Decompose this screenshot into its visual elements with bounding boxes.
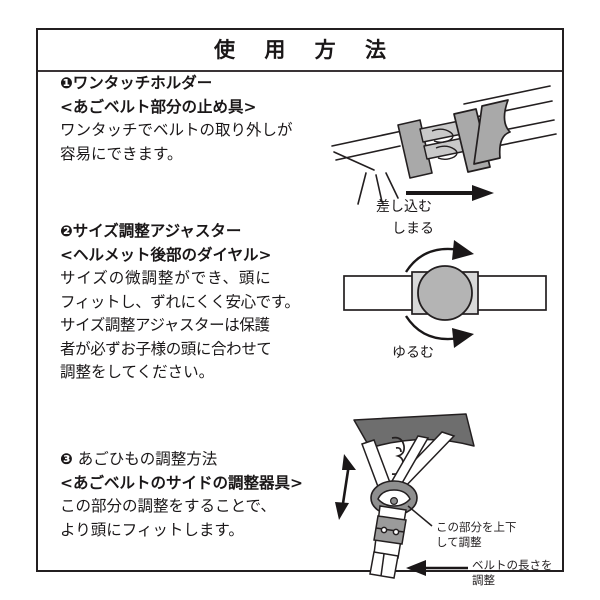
panel-body: ❶ワンタッチホルダー <あごベルト部分の止め具> ワンタッチでベルトの取り外しが…: [38, 72, 562, 587]
size-adjuster-dial-diagram: しまる ゆるむ: [328, 221, 562, 364]
section-size-adjuster: ❷サイズ調整アジャスター <ヘルメット後部のダイヤル> サイズの微調整ができ、頭…: [38, 220, 562, 412]
belt-length-arrow: [406, 560, 468, 576]
section-one-touch-holder: ❶ワンタッチホルダー <あごベルト部分の止め具> ワンタッチでベルトの取り外しが…: [38, 72, 562, 220]
section-3-body-line-2: より頭にフィットします。: [60, 520, 244, 539]
section-3-bullet: ❸: [60, 450, 73, 468]
section-2-heading-row: ❷サイズ調整アジャスター: [60, 220, 318, 244]
adjust-position-note: この部分を上下 して調整: [436, 520, 517, 549]
section-1-heading: ワンタッチホルダー: [72, 74, 213, 92]
section-2-body-line-4: 者が必ずお子様の頭に合わせて: [60, 339, 272, 358]
section-2-bullet: ❷: [60, 222, 73, 240]
section-2-subheading: <ヘルメット後部のダイヤル>: [60, 245, 272, 264]
adjust-position-note-line2: して調整: [436, 534, 482, 549]
belt-length-note-line2: 調整: [472, 572, 495, 587]
chin-strap-adjuster-diagram: この部分を上下 して調整 ベルトの長さを 調整: [318, 402, 562, 587]
section-3-heading: あごひもの調整方法: [77, 450, 218, 468]
section-1-subheading: <あごベルト部分の止め具>: [60, 97, 257, 116]
panel-header: 使 用 方 法: [38, 30, 562, 72]
section-2-body-line-3: サイズ調整アジャスターは保護: [60, 316, 270, 334]
section-1-bullet: ❶: [60, 74, 73, 92]
belt-length-note: ベルトの長さを 調整: [472, 558, 553, 587]
section-2-body-line-1: サイズの微調整ができ、頭に: [60, 269, 272, 287]
section-1-body-line-1: ワンタッチでベルトの取り外しが: [60, 121, 293, 139]
page-title: 使 用 方 法: [214, 37, 397, 62]
one-touch-buckle-diagram: 差し込む: [314, 74, 562, 215]
instruction-panel: 使 用 方 法 ❶ワンタッチホルダー <あごベルト部分の止め具> ワンタッチでベ…: [36, 28, 564, 587]
section-2-body-line-2: フィットし、ずれにくく安心です。: [60, 292, 300, 311]
insert-arrow: [406, 185, 494, 201]
belt-length-note-line1: ベルトの長さを: [472, 558, 553, 572]
section-1-body-line-2: 容易にできます。: [60, 144, 183, 163]
section-2-text-block: ❷サイズ調整アジャスター <ヘルメット後部のダイヤル> サイズの微調整ができ、頭…: [60, 220, 318, 385]
section-3-subheading: <あごベルトのサイドの調整器具>: [60, 473, 303, 492]
section-1-heading-row: ❶ワンタッチホルダー: [60, 72, 318, 96]
up-down-arrow: [340, 463, 351, 511]
section-2-body-line-5: 調整をしてください。: [60, 363, 215, 381]
insert-label: 差し込む: [376, 199, 432, 215]
adjust-position-note-line1: この部分を上下: [436, 520, 517, 534]
section-2-heading: サイズ調整アジャスター: [72, 222, 242, 240]
section-1-text-block: ❶ワンタッチホルダー <あごベルト部分の止め具> ワンタッチでベルトの取り外しが…: [60, 72, 318, 166]
tighten-label: しまる: [392, 221, 434, 237]
loosen-label: ゆるむ: [392, 345, 434, 361]
section-3-body-line-1: この部分の調整をすることで、: [60, 497, 276, 515]
